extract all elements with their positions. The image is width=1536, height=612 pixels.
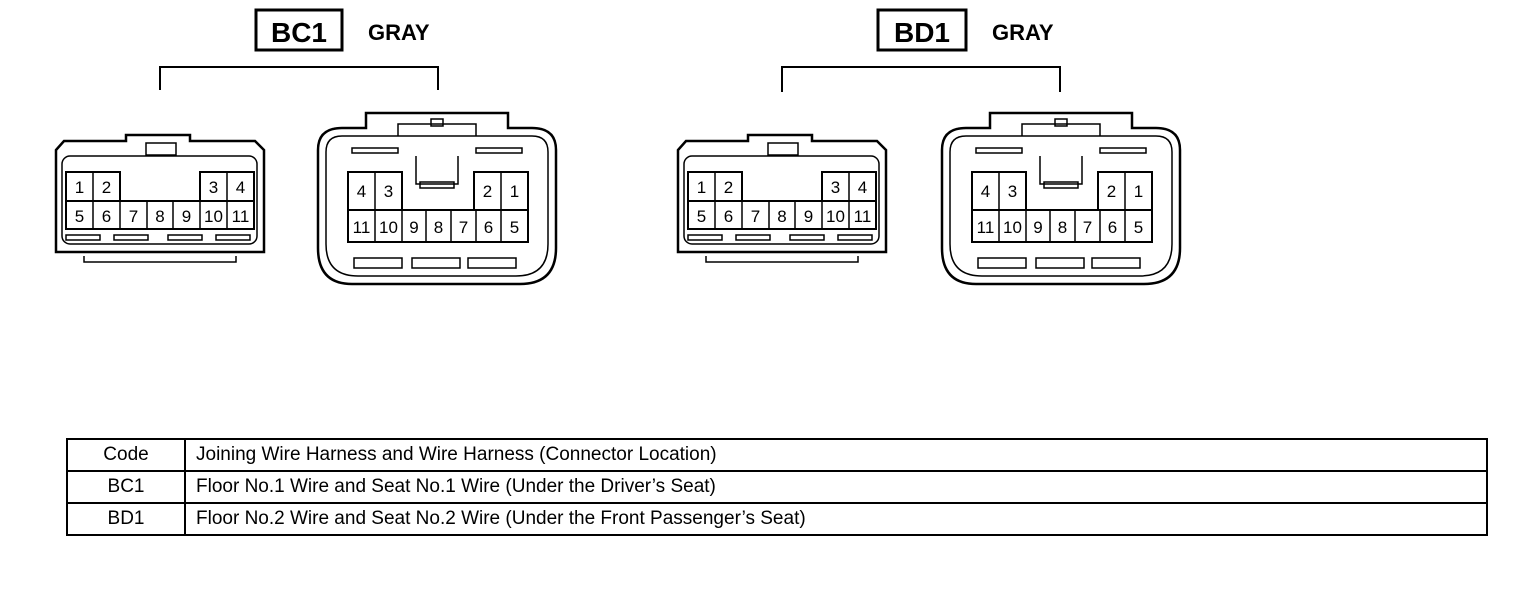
header-description: Joining Wire Harness and Wire Harness (C… bbox=[184, 438, 1488, 472]
pin-label: 9 bbox=[409, 218, 418, 237]
pin-label: 11 bbox=[977, 218, 995, 237]
pin-label: 2 bbox=[1107, 182, 1116, 201]
pin-label: 11 bbox=[232, 207, 250, 226]
pin-label: 11 bbox=[854, 207, 872, 226]
pin-label: 9 bbox=[804, 207, 813, 226]
header-code: Code bbox=[66, 438, 186, 472]
table-row: BD1 Floor No.2 Wire and Seat No.2 Wire (… bbox=[66, 502, 1488, 536]
pin-label: 1 bbox=[1134, 182, 1143, 201]
pin-label: 4 bbox=[858, 178, 867, 197]
row-code: BD1 bbox=[66, 502, 186, 536]
pin-label: 1 bbox=[697, 178, 706, 197]
connector-group-bc1: BC1 GRAY 1 2 3 4 5 6 7 8 9 10 11 bbox=[54, 8, 558, 286]
table-row: BC1 Floor No.1 Wire and Seat No.1 Wire (… bbox=[66, 470, 1488, 504]
pin-label: 9 bbox=[182, 207, 191, 226]
connector-color: GRAY bbox=[368, 20, 430, 45]
female-connector: 1 2 3 4 5 6 7 8 9 10 11 bbox=[676, 133, 888, 263]
bracket bbox=[159, 66, 439, 90]
pin-label: 7 bbox=[129, 207, 138, 226]
pin-label: 4 bbox=[236, 178, 245, 197]
connector-diagram: BC1 GRAY 1 2 3 4 5 6 7 8 9 10 11 bbox=[54, 8, 1182, 286]
connector-code: BC1 bbox=[271, 17, 327, 48]
pin-label: 10 bbox=[204, 207, 223, 226]
pin-label: 6 bbox=[1108, 218, 1117, 237]
pin-label: 1 bbox=[75, 178, 84, 197]
pin-label: 5 bbox=[75, 207, 84, 226]
pin-label: 10 bbox=[379, 218, 398, 237]
pin-label: 9 bbox=[1033, 218, 1042, 237]
pin-label: 6 bbox=[102, 207, 111, 226]
pin-label: 2 bbox=[483, 182, 492, 201]
pin-label: 8 bbox=[1058, 218, 1067, 237]
pin-label: 10 bbox=[1003, 218, 1022, 237]
female-connector: 1 2 3 4 5 6 7 8 9 10 11 bbox=[54, 133, 266, 263]
pin-label: 2 bbox=[724, 178, 733, 197]
pin-label: 11 bbox=[353, 218, 371, 237]
connector-legend-table: Code Joining Wire Harness and Wire Harne… bbox=[66, 438, 1488, 536]
pin-label: 10 bbox=[826, 207, 845, 226]
pin-label: 5 bbox=[1134, 218, 1143, 237]
pin-label: 7 bbox=[459, 218, 468, 237]
pin-label: 8 bbox=[777, 207, 786, 226]
row-description: Floor No.1 Wire and Seat No.1 Wire (Unde… bbox=[184, 470, 1488, 504]
pin-label: 4 bbox=[357, 182, 366, 201]
code-box bbox=[254, 8, 344, 52]
male-connector: 4 3 2 1 11 10 9 8 7 6 5 bbox=[316, 111, 558, 286]
connector-code: BD1 bbox=[894, 17, 950, 48]
pin-label: 2 bbox=[102, 178, 111, 197]
connector-color: GRAY bbox=[992, 20, 1054, 45]
pin-label: 7 bbox=[751, 207, 760, 226]
row-code: BC1 bbox=[66, 470, 186, 504]
pin-label: 5 bbox=[510, 218, 519, 237]
pin-label: 7 bbox=[1083, 218, 1092, 237]
pin-label: 3 bbox=[384, 182, 393, 201]
pin-label: 6 bbox=[484, 218, 493, 237]
pin-label: 3 bbox=[1008, 182, 1017, 201]
male-connector: 4 3 2 1 11 10 9 8 7 6 5 bbox=[940, 111, 1182, 286]
pin-label: 4 bbox=[981, 182, 990, 201]
pin-label: 3 bbox=[209, 178, 218, 197]
row-description: Floor No.2 Wire and Seat No.2 Wire (Unde… bbox=[184, 502, 1488, 536]
pin-label: 6 bbox=[724, 207, 733, 226]
pin-label: 1 bbox=[510, 182, 519, 201]
table-header-row: Code Joining Wire Harness and Wire Harne… bbox=[66, 438, 1488, 472]
code-box bbox=[876, 8, 968, 52]
bracket bbox=[781, 66, 1061, 92]
pin-label: 8 bbox=[155, 207, 164, 226]
pin-label: 3 bbox=[831, 178, 840, 197]
pin-label: 8 bbox=[434, 218, 443, 237]
pin-label: 5 bbox=[697, 207, 706, 226]
connector-group-bd1: BD1 GRAY 1 2 3 4 5 6 7 8 9 10 11 bbox=[676, 8, 1182, 286]
